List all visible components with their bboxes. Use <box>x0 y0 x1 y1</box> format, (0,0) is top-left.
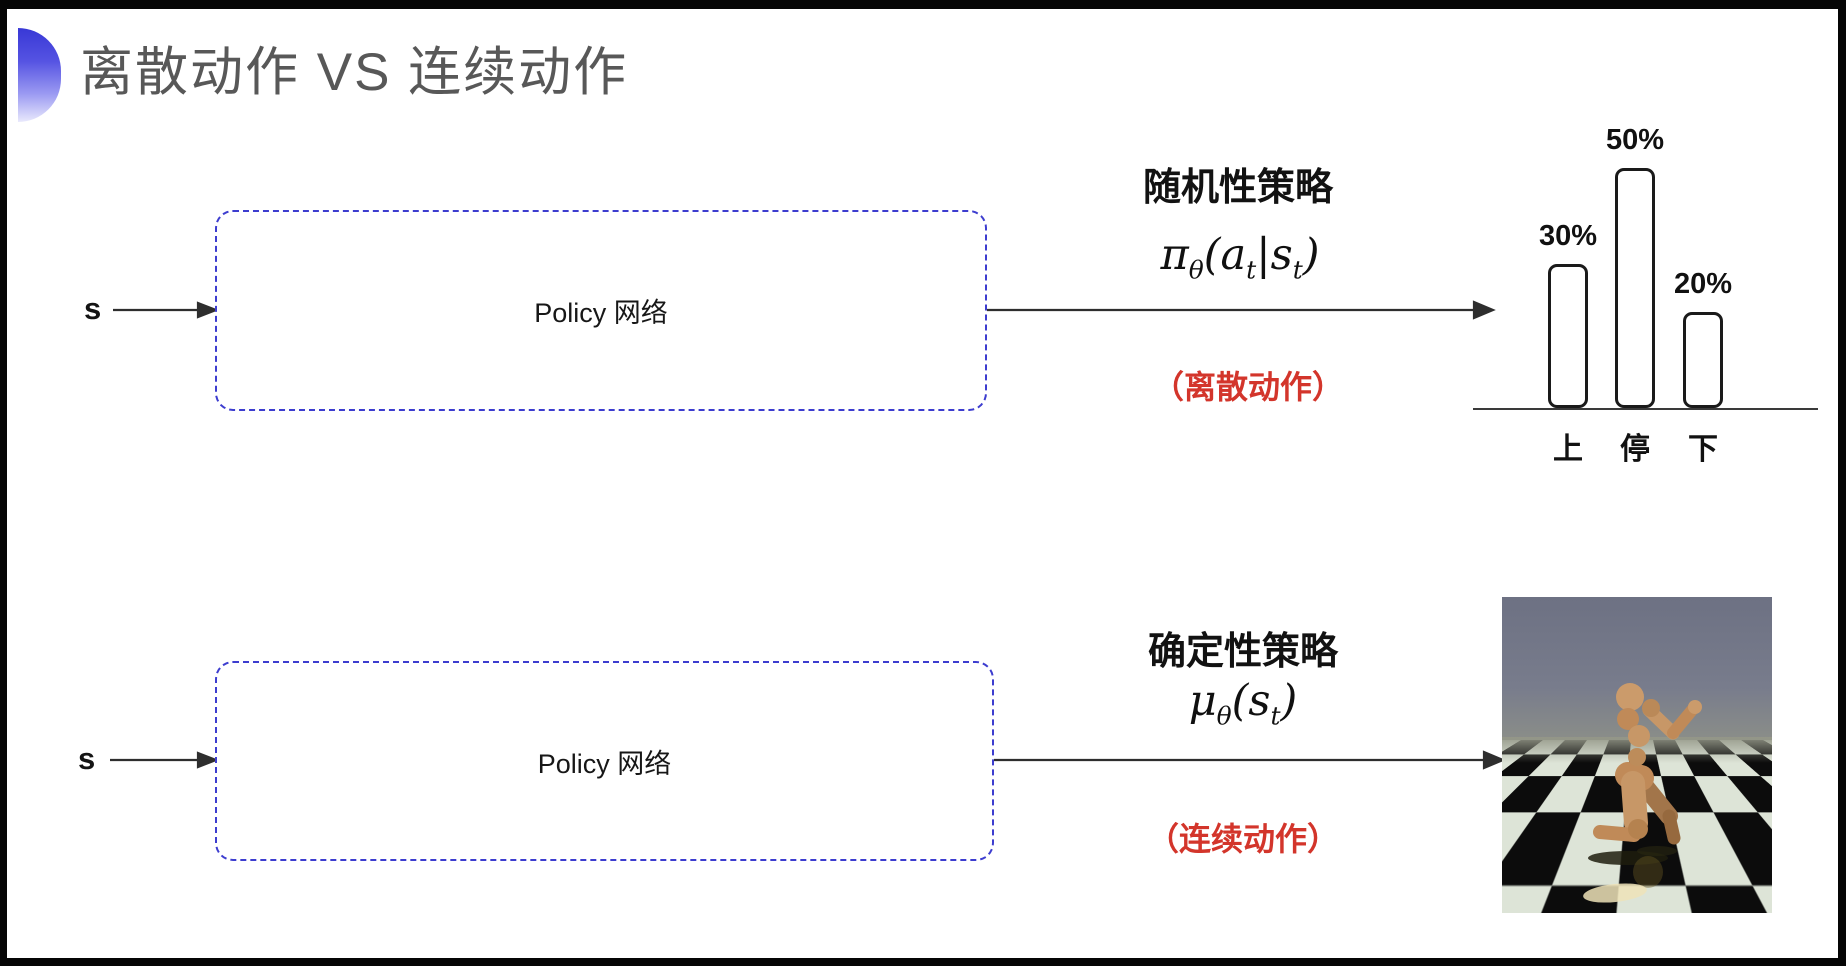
humanoid-waist-ball <box>1628 748 1646 766</box>
humanoid-figure <box>1583 683 1702 903</box>
formula-close: ) <box>1280 676 1298 726</box>
humanoid-neck-ball <box>1617 708 1639 730</box>
deterministic-policy-label: 确定性策略 <box>1147 631 1338 673</box>
formula-theta-sub: θ <box>1216 701 1232 731</box>
floor-reflection-brown <box>1633 856 1663 888</box>
action-probability-bar-chart: 30% 上 50% 停 20% 下 <box>1473 98 1818 470</box>
formula-bar-s: |s <box>1256 230 1293 280</box>
humanoid-head <box>1616 683 1644 711</box>
formula-open-s: (s <box>1231 676 1271 726</box>
policy-network-label-bottom: Policy 网络 <box>537 748 672 779</box>
formula-t-sub: t <box>1246 255 1257 285</box>
policy-network-box-top: Policy 网络 <box>215 210 987 411</box>
prob-category-label-2: 下 <box>1688 433 1718 466</box>
prob-category-label-0: 上 <box>1553 433 1583 466</box>
frame-edge-bottom <box>0 958 1846 966</box>
prob-category-label-1: 停 <box>1620 433 1650 466</box>
humanoid-back-shin <box>1662 809 1681 845</box>
prob-bar-0 <box>1548 264 1588 408</box>
stochastic-policy-label: 随机性策略 <box>1142 167 1333 209</box>
page-title: 离散动作 VS 连续动作 <box>80 43 629 102</box>
humanoid-front-foot <box>1593 825 1641 842</box>
prob-value-label-2: 20% <box>1673 268 1733 300</box>
frame-edge-top <box>0 0 1846 9</box>
humanoid-forearm <box>1667 703 1699 739</box>
humanoid-back-thigh <box>1635 776 1678 825</box>
humanoid-simulation-image <box>1502 597 1772 913</box>
prob-bar-2 <box>1683 312 1723 408</box>
humanoid-knee-ball <box>1628 819 1648 839</box>
formula-open-a: (a <box>1203 230 1247 280</box>
formula-close: ) <box>1302 230 1320 280</box>
chart-baseline <box>1473 408 1818 410</box>
humanoid-front-thigh <box>1621 771 1648 835</box>
prob-value-label-0: 30% <box>1538 220 1598 252</box>
deterministic-policy-formula: μθ(st) <box>1053 676 1433 731</box>
formula-pi: π <box>1160 230 1189 280</box>
title-bullet-icon <box>18 28 61 122</box>
stochastic-policy-formula: πθ(at|st) <box>1050 230 1430 285</box>
prob-value-label-1: 50% <box>1605 124 1665 156</box>
prob-bar-1 <box>1615 168 1655 408</box>
state-input-label-bottom: s <box>78 741 96 776</box>
formula-mu: μ <box>1188 676 1217 726</box>
arrowhead-s-to-box-bottom <box>196 751 220 769</box>
humanoid-hand-ball <box>1688 700 1702 714</box>
formula-theta-sub: θ <box>1188 255 1204 285</box>
state-input-label-top: s <box>84 291 102 326</box>
policy-network-box-bottom: Policy 网络 <box>215 661 994 861</box>
arrowhead-s-to-box-top <box>196 301 220 319</box>
frame-edge-left <box>0 0 7 966</box>
humanoid-chest-ball <box>1628 725 1650 747</box>
arrowhead-box-to-image <box>1482 750 1506 770</box>
frame-edge-right <box>1838 0 1846 966</box>
humanoid-shoulder-ball <box>1642 699 1660 717</box>
formula-t-sub2: t <box>1292 255 1303 285</box>
policy-network-label-top: Policy 网络 <box>534 298 668 328</box>
floor-reflection-cream <box>1583 883 1647 903</box>
continuous-action-note: （连续动作） <box>1146 821 1339 857</box>
formula-t-sub: t <box>1270 701 1281 731</box>
humanoid-shadow-2 <box>1637 846 1677 856</box>
discrete-action-note: （离散动作） <box>1151 369 1344 405</box>
